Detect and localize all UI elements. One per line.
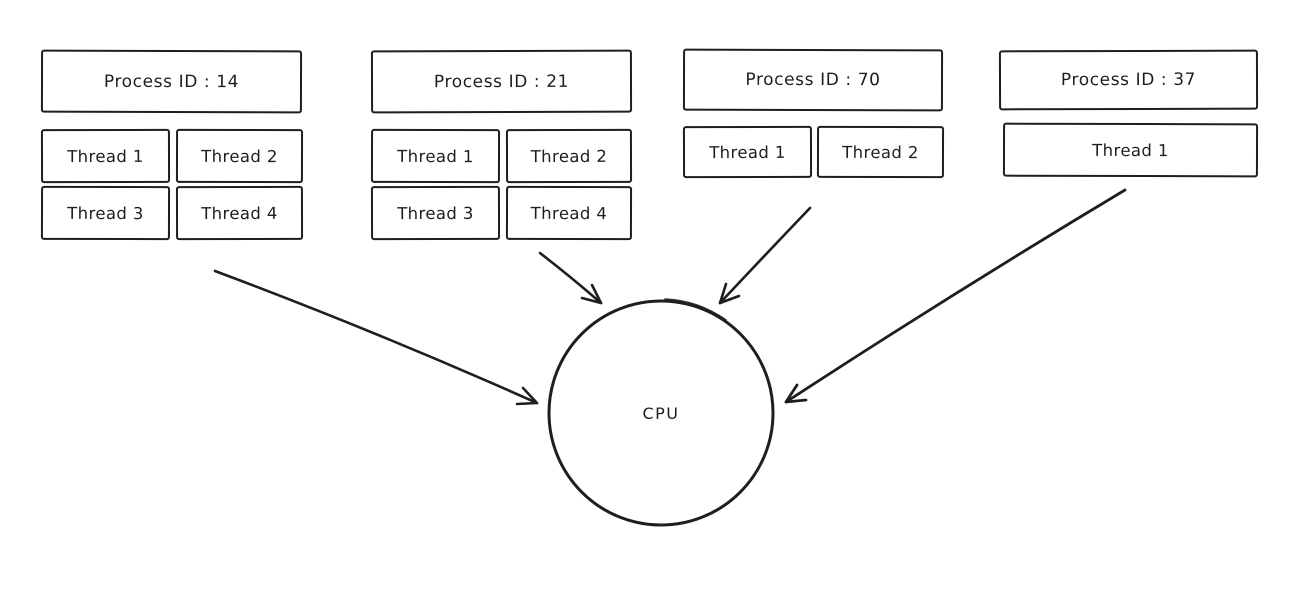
- thread-label: Thread 1: [1092, 140, 1169, 160]
- process-21-thread-1-box: Thread 1: [370, 128, 501, 184]
- thread-label: Thread 4: [530, 203, 608, 223]
- process-box-pid-70: Process ID : 70: [682, 48, 944, 112]
- process-21-thread-2-box: Thread 2: [505, 128, 633, 184]
- thread-label: Thread 1: [67, 146, 144, 166]
- process-14-thread-1-box: Thread 1: [40, 128, 171, 184]
- thread-label: Thread 2: [530, 146, 608, 166]
- process-label: Process ID : 21: [433, 71, 570, 92]
- cpu-label: CPU: [642, 403, 680, 423]
- process-21-thread-3-box: Thread 3: [370, 185, 501, 241]
- thread-label: Thread 4: [201, 203, 278, 223]
- process-21-thread-4-box: Thread 4: [505, 185, 633, 241]
- process-box-pid-37: Process ID : 37: [998, 49, 1259, 111]
- process-70-thread-2-box: Thread 2: [816, 125, 945, 179]
- arrow-process-37-to-cpu: [784, 188, 1127, 404]
- process-box-pid-14: Process ID : 14: [40, 49, 303, 114]
- thread-label: Thread 3: [67, 203, 144, 223]
- process-label: Process ID : 70: [745, 69, 881, 91]
- arrow-process-70-to-cpu: [718, 206, 812, 305]
- process-14-thread-2-box: Thread 2: [175, 128, 304, 184]
- process-70-thread-1-box: Thread 1: [682, 125, 813, 179]
- thread-label: Thread 2: [842, 142, 919, 162]
- process-label: Process ID : 14: [103, 71, 240, 92]
- arrow-process-21-to-cpu: [538, 251, 603, 305]
- thread-label: Thread 1: [709, 142, 786, 162]
- thread-label: Thread 2: [201, 146, 278, 166]
- thread-label: Thread 3: [397, 203, 474, 223]
- process-label: Process ID : 37: [1060, 69, 1197, 91]
- process-14-thread-3-box: Thread 3: [40, 185, 171, 241]
- process-box-pid-21: Process ID : 21: [370, 49, 633, 114]
- thread-label: Thread 1: [397, 146, 474, 166]
- process-37-thread-1-box: Thread 1: [1002, 122, 1259, 178]
- arrow-process-14-to-cpu: [213, 269, 539, 406]
- process-14-thread-4-box: Thread 4: [175, 185, 304, 241]
- cpu-circle-overdraw-stroke: [664, 298, 727, 321]
